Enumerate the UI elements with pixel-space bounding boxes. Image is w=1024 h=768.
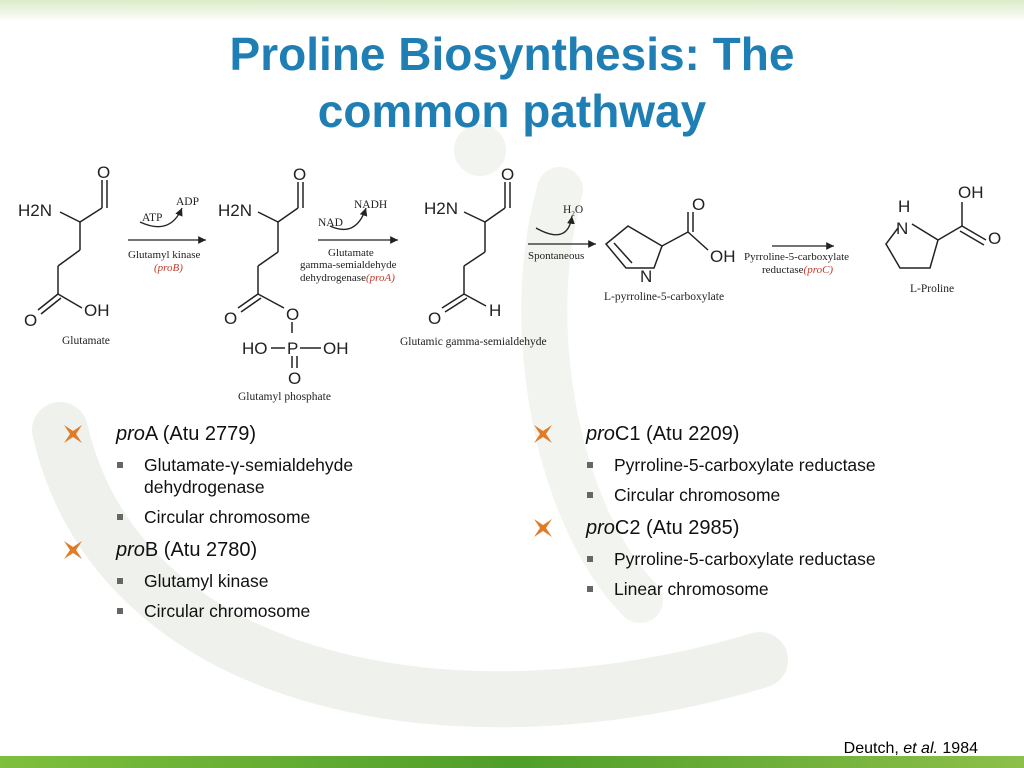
step4-enzyme-line1: Pyrroline-5-carboxylate [744,251,849,263]
slide-title: Proline Biosynthesis: The common pathway [112,26,912,140]
top-gradient-band [0,0,1024,22]
proa-gene-rest: A (Atu 2779) [144,423,257,445]
p5c-n: N [640,267,652,286]
glutamyl-phosphate-oh: OH [323,339,349,358]
proc2-gene-rest: C2 (Atu 2985) [614,517,740,539]
step3-water: H2O [563,204,583,218]
square-bullet-icon [587,462,593,468]
glutamyl-phosphate-label: Glutamyl phosphate [238,391,331,403]
glutamate-o-top: O [97,163,110,182]
prob-sub-1: Glutamyl kinase [62,570,482,592]
square-bullet-icon [117,462,123,468]
proc1-gene-rest: C1 (Atu 2209) [614,423,740,445]
square-bullet-icon [117,608,123,614]
proc1-sub-1: Pyrroline-5-carboxylate reductase [532,454,992,476]
proc2-sub-1: Pyrroline-5-carboxylate reductase [532,548,992,570]
step1-arrow [128,207,206,244]
step3-arrow [528,215,596,248]
square-bullet-icon [117,514,123,520]
p5c-oh: OH [710,247,736,266]
bullet-prob: proB (Atu 2780) [62,536,482,564]
glutamate-label: Glutamate [62,335,110,347]
step2-enzyme-line3: dehydrogenase(proA) [300,272,395,284]
orange-cross-bullet-icon [64,541,82,559]
glutamyl-phosphate-o-p: O [288,369,301,388]
p5c-o: O [692,195,705,214]
orange-cross-bullet-icon [64,425,82,443]
p5c-structure [604,212,709,269]
gsa-o-top: O [501,165,514,184]
bottom-green-band [0,756,1024,768]
prob-gene-italic: pro [116,539,145,561]
glutamyl-phosphate-o-mid: O [224,309,237,328]
bullet-proa: proA (Atu 2779) [62,420,482,448]
proline-oh: OH [958,183,984,202]
proline-structure [885,202,987,269]
proline-h: H [898,197,910,216]
square-bullet-icon [587,492,593,498]
pathway-diagram: H2N O O OH Glutamate ATP ADP Glutamyl ki… [18,163,1001,403]
proline-o: O [988,229,1001,248]
title-line-1: Proline Biosynthesis: The [229,28,795,80]
left-bullet-column: proA (Atu 2779) Glutamate-γ-semialdehyde… [62,420,482,630]
glutamyl-phosphate-h2n: H2N [218,201,252,220]
square-bullet-icon [587,586,593,592]
glutamyl-phosphate-ho: HO [242,339,268,358]
right-bullet-column: proC1 (Atu 2209) Pyrroline-5-carboxylate… [532,420,992,608]
proline-label: L-Proline [910,283,954,295]
step2-arrow [318,207,398,244]
step2-enzyme-line2: gamma-semialdehyde [300,259,397,271]
gsa-structure [441,182,511,313]
proc2-gene-italic: pro [586,517,615,539]
citation-author: Deutch, [843,740,899,757]
step1-atp: ATP [142,212,162,224]
proc2-sub-2: Linear chromosome [532,578,992,600]
proa-sub-2: Circular chromosome [62,506,482,528]
step4-enzyme-line2: reductase(proC) [762,264,833,276]
proc1-gene-italic: pro [586,423,615,445]
gsa-o-bottom: O [428,309,441,328]
step2-enzyme-line1: Glutamate [328,247,374,259]
bullet-proc1: proC1 (Atu 2209) [532,420,992,448]
glutamyl-phosphate-o-top: O [293,165,306,184]
glutamate-oh: OH [84,301,110,320]
step2-nad: NAD [318,217,343,229]
proc1-sub-2: Circular chromosome [532,484,992,506]
step1-adp: ADP [176,196,199,208]
step1-enzyme: Glutamyl kinase [128,249,201,261]
glutamyl-phosphate-p: P [287,339,298,358]
step2-nadh: NADH [354,199,387,211]
step1-gene: (proB) [154,262,183,274]
gsa-h: H [489,301,501,320]
prob-sub-2: Circular chromosome [62,600,482,622]
glutamate-h2n: H2N [18,201,52,220]
citation-year: 1984 [942,740,978,757]
gsa-h2n: H2N [424,199,458,218]
step3-label: Spontaneous [528,250,584,262]
orange-cross-bullet-icon [534,425,552,443]
p5c-label: L-pyrroline-5-carboxylate [604,291,724,303]
prob-gene-rest: B (Atu 2780) [144,539,258,561]
glutamate-o-bottom: O [24,311,37,330]
gsa-label: Glutamic gamma-semialdehyde [400,336,547,348]
citation: Deutch, et al. 1984 [844,740,978,758]
glutamyl-phosphate-structure [237,182,321,368]
square-bullet-icon [587,556,593,562]
orange-cross-bullet-icon [534,519,552,537]
proline-n: N [896,219,908,238]
citation-etal: et al. [903,740,938,757]
glutamyl-phosphate-o-ester: O [286,305,299,324]
square-bullet-icon [117,578,123,584]
bullet-proc2: proC2 (Atu 2985) [532,514,992,542]
title-line-2: common pathway [317,85,707,137]
glutamate-structure [37,180,108,315]
proa-gene-italic: pro [116,423,145,445]
